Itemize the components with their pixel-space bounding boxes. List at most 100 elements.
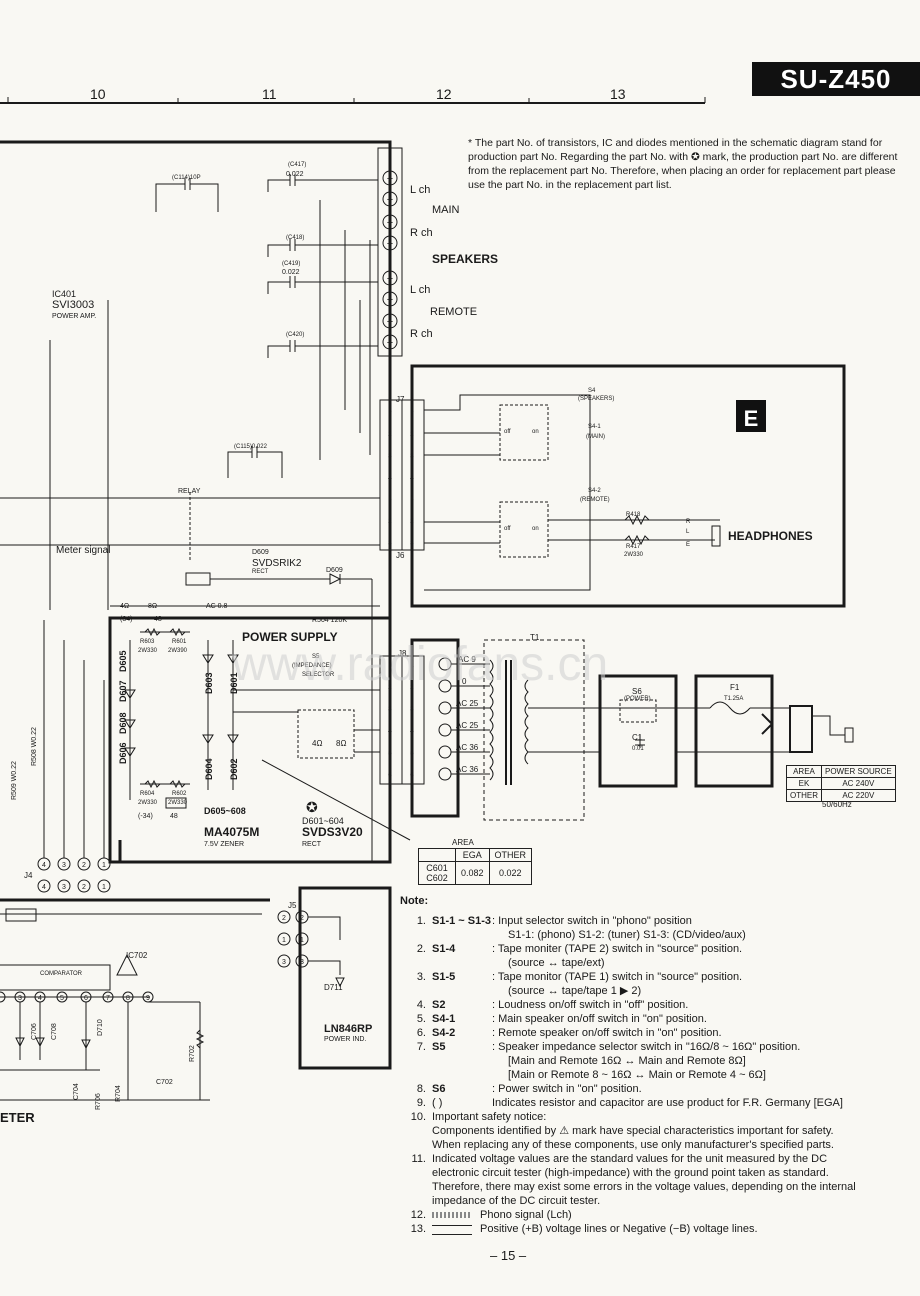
- tap-label: AC 36: [456, 765, 479, 774]
- svg-text:4: 4: [410, 728, 414, 735]
- switch-on: on: [532, 526, 539, 532]
- d601-604-ref: D601~604: [302, 816, 344, 826]
- note-item: 7.S5: Speaker impedance selector switch …: [416, 1041, 801, 1053]
- svg-text:4: 4: [42, 884, 46, 891]
- c1-label: C1: [632, 733, 643, 742]
- ps-head: POWER SOURCE: [821, 765, 896, 778]
- tap-label: AC 25: [456, 721, 479, 730]
- note-continuation: S1-1: (phono) S1-2: (tuner) S1-3: (CD/vi…: [508, 929, 746, 941]
- tap-label: AC 36: [456, 743, 479, 752]
- component-label: C706: [31, 1023, 38, 1040]
- cap-label: C702: [156, 1079, 173, 1086]
- ic401-part: SVI3003: [52, 299, 94, 311]
- cap-label: (C419): [282, 261, 300, 267]
- note-item: 5.S4-1: Main speaker on/off switch in "o…: [416, 1013, 707, 1025]
- svg-text:+: +: [387, 337, 393, 349]
- area-table-title: AREA: [452, 838, 474, 847]
- tap-label: AC 25: [456, 699, 479, 708]
- svg-text:3: 3: [410, 453, 414, 460]
- area-table-head: OTHER: [488, 848, 533, 862]
- svg-text:1: 1: [388, 495, 392, 502]
- cap-label: (C114)10P: [172, 175, 201, 181]
- svg-text:2: 2: [82, 862, 86, 869]
- svg-text:3: 3: [62, 884, 66, 891]
- s4-label: S4: [588, 388, 596, 394]
- svg-text:3: 3: [410, 540, 414, 547]
- s5-sub2: SELECTOR: [302, 672, 335, 678]
- svg-text:3: 3: [388, 453, 392, 460]
- svg-text:2: 2: [410, 431, 414, 438]
- s4-2-label: S4-2: [588, 488, 601, 494]
- d605-608-desc: 7.5V ZENER: [204, 841, 244, 848]
- svg-text:1: 1: [102, 862, 106, 869]
- switch-off: off: [504, 429, 511, 435]
- switch-on: on: [532, 429, 539, 435]
- svg-text:−: −: [387, 217, 393, 229]
- s5-ohm8: 8Ω: [336, 739, 346, 748]
- power-supply-title: POWER SUPPLY: [242, 630, 338, 644]
- s4-2-sub: (REMOTE): [580, 497, 610, 503]
- svg-text:6: 6: [84, 995, 88, 1002]
- level-label: (-34): [138, 813, 153, 820]
- c1-value: 0.01: [632, 746, 644, 752]
- area-table-cell: 0.022: [488, 861, 533, 885]
- note-continuation: (source ↔ tape/ext): [508, 957, 605, 969]
- page-number: – 15 –: [490, 1248, 527, 1263]
- d601-604-desc: RECT: [302, 841, 322, 848]
- resistor-label: 2W330: [168, 800, 188, 806]
- note-item: 9.( )Indicates resistor and capacitor ar…: [416, 1097, 843, 1109]
- tap-label: 0: [462, 677, 467, 686]
- area-table: EGA OTHER C601 C602 0.082 0.022: [418, 848, 533, 885]
- ps-head: AREA: [786, 765, 822, 778]
- model-badge: SU-Z450: [752, 62, 920, 96]
- svg-text:−: −: [387, 316, 393, 328]
- svg-text:8: 8: [126, 995, 130, 1002]
- svg-text:9: 9: [146, 995, 150, 1002]
- resistor-label: 2W330: [138, 800, 158, 806]
- note-item: 4.S2: Loudness on/off switch in "off" po…: [416, 999, 689, 1011]
- ic401-desc: POWER AMP.: [52, 313, 96, 320]
- svg-text:4: 4: [388, 728, 392, 735]
- area-table-head: EGA: [455, 848, 490, 862]
- d711-ref: D711: [324, 983, 343, 992]
- meter-signal-label: Meter signal: [56, 545, 110, 556]
- meter-section-label: ETER: [0, 1110, 35, 1125]
- svg-text:1: 1: [388, 407, 392, 414]
- svg-text:3: 3: [388, 540, 392, 547]
- svg-text:5: 5: [410, 750, 414, 757]
- note-item: 3.S1-5: Tape monitor (TAPE 1) switch in …: [416, 971, 743, 983]
- svg-text:3: 3: [18, 995, 22, 1002]
- note-continuation: [Main or Remote 8 ~ 16Ω ↔ Main or Remote…: [508, 1069, 766, 1081]
- d609-desc: RECT: [252, 569, 269, 575]
- component-label: R704: [115, 1085, 122, 1102]
- svg-text:2: 2: [388, 518, 392, 525]
- level-label: 48: [170, 813, 178, 820]
- speaker-rch: R ch: [410, 227, 433, 239]
- component-label: R706: [95, 1093, 102, 1110]
- svg-text:+: +: [387, 173, 393, 185]
- area-table-row-label: C601 C602: [418, 861, 456, 885]
- component-label: C704: [73, 1083, 80, 1100]
- svg-text:6: 6: [388, 772, 392, 779]
- connector-label: J6: [396, 551, 405, 560]
- note-continuation: Therefore, there may exist some errors i…: [432, 1181, 856, 1193]
- switch-off: off: [504, 526, 511, 532]
- component-label: R702: [189, 1045, 196, 1062]
- area-table-cell: 0.082: [455, 861, 490, 885]
- ps-cell: OTHER: [786, 789, 822, 802]
- ps-frequency: 50/60Hz: [822, 800, 852, 809]
- svg-text:6: 6: [410, 772, 414, 779]
- jack-pin: R: [686, 519, 691, 525]
- headphones-label: HEADPHONES: [728, 529, 813, 543]
- svg-text:4: 4: [38, 995, 42, 1002]
- cap-label: 0.022: [282, 269, 300, 276]
- diode-label: D606: [118, 742, 128, 764]
- note-continuation: When replacing any of these components, …: [432, 1139, 834, 1151]
- svg-text:2: 2: [82, 884, 86, 891]
- svg-text:1: 1: [410, 495, 414, 502]
- level-label: (34): [120, 616, 132, 623]
- resistor-label: R604: [140, 791, 155, 797]
- note-item: 2.S1-4: Tape moniter (TAPE 2) switch in …: [416, 943, 743, 955]
